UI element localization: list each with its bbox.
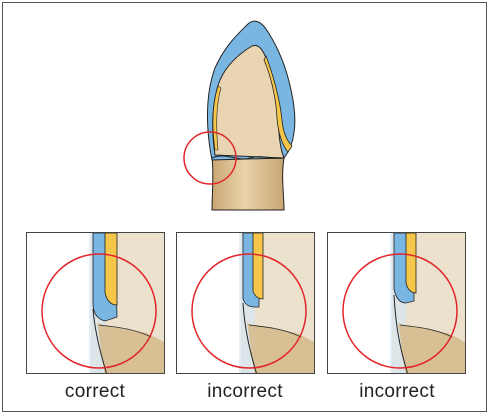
tooth-root [212,158,284,210]
panel-incorrect-1 [176,232,315,374]
tooth-illustration [0,0,491,232]
gold-edge [406,233,416,293]
panel-correct [26,232,165,374]
caption-correct: correct [20,381,170,403]
panel-incorrect-2 [327,232,466,374]
gold-edge [105,233,117,305]
caption-incorrect-1: incorrect [170,381,320,403]
caption-incorrect-2: incorrect [322,381,472,403]
gold-edge [253,233,263,299]
